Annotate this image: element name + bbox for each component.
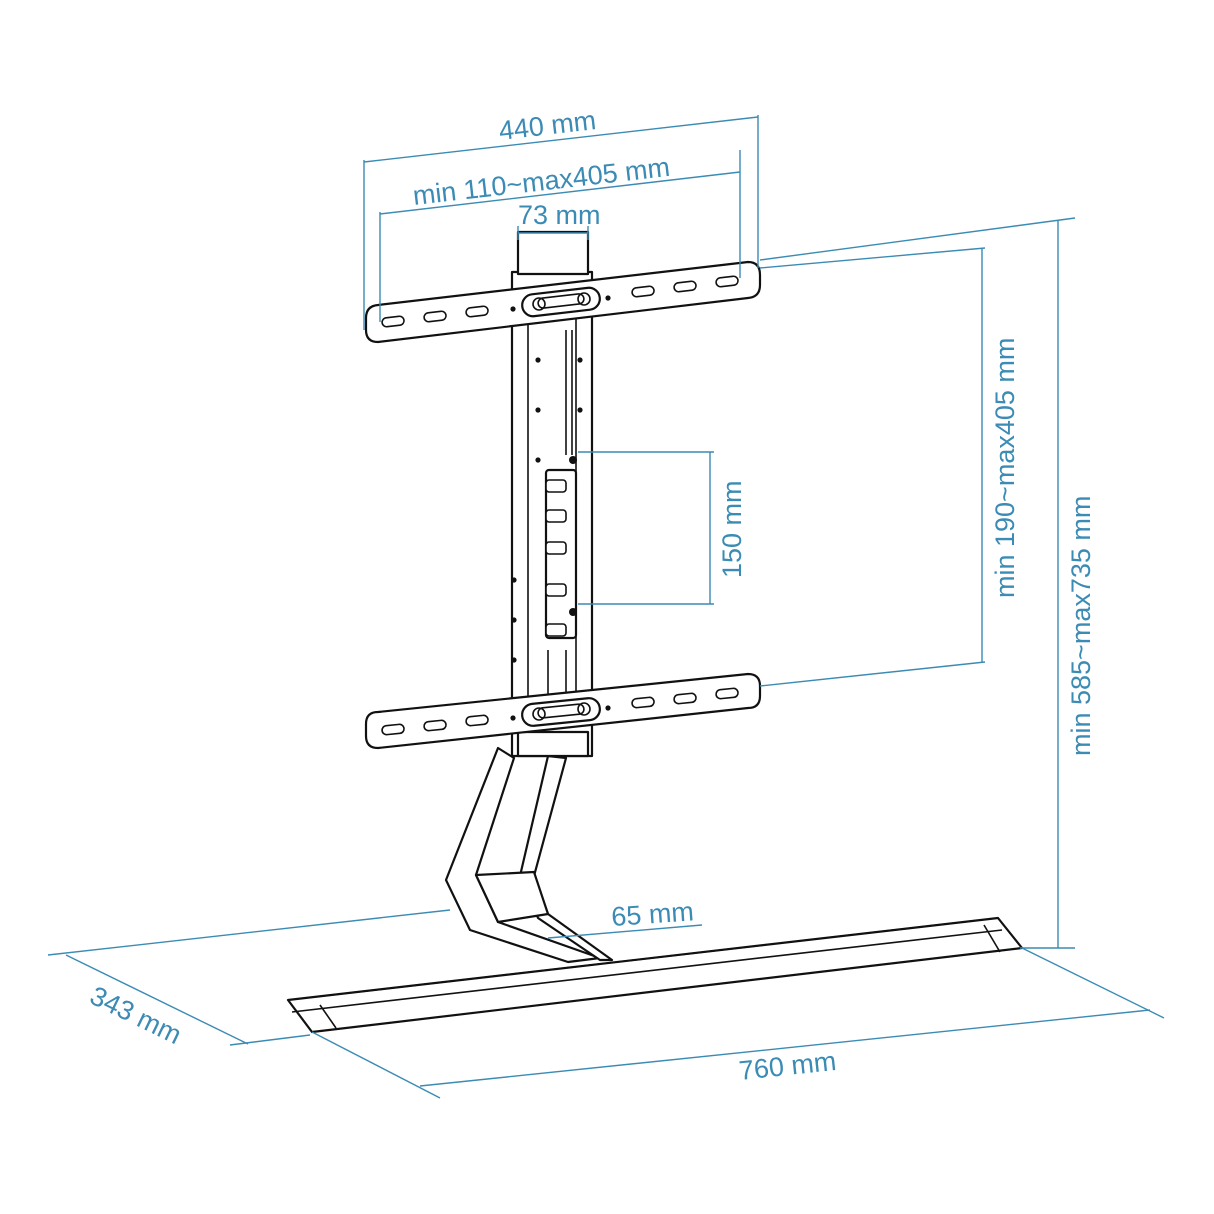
- label-base-depth: 343 mm: [85, 980, 186, 1050]
- label-column-hole-spacing: 150 mm: [717, 480, 747, 578]
- label-column-width: 73 mm: [518, 200, 601, 230]
- label-bracket-width: 440 mm: [497, 105, 597, 146]
- stand-column: [510, 230, 594, 758]
- dimension-lines: [47, 115, 1165, 1099]
- stand-neck: [444, 746, 614, 964]
- base-bar: [286, 916, 1024, 1034]
- tv-stand-illustration: [286, 230, 1024, 1034]
- label-total-height: min 585~max735 mm: [1066, 496, 1096, 756]
- label-vesa-vertical: min 190~max405 mm: [990, 338, 1020, 598]
- label-neck-width: 65 mm: [610, 896, 694, 932]
- top-mounting-arm: [364, 260, 762, 344]
- bottom-mounting-arm: [364, 672, 762, 750]
